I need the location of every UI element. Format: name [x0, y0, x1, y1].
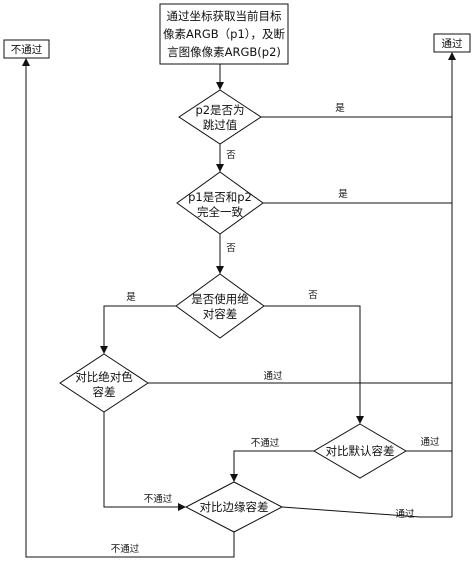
decision-default-tolerance-diamond	[313, 423, 407, 479]
fail-terminal-label: 不通过	[11, 43, 43, 56]
skip-no-label: 否	[226, 150, 236, 161]
absolute-pass-label: 通过	[263, 370, 283, 382]
skip-value-line-2: 跳过值	[203, 118, 238, 132]
skip-value-line-1: p2是否为	[195, 103, 244, 117]
edge-tolerance-label: 对比边缘容差	[200, 500, 269, 514]
start-box-line-3: 言图像像素ARGB(p2)	[167, 45, 281, 59]
edge-pass-label: 通过	[395, 508, 415, 520]
decision-skip-value-diamond	[178, 89, 262, 145]
skip-yes-label: 是	[335, 103, 345, 114]
exact-no-label: 否	[226, 243, 236, 254]
edge-absolute-fail	[103, 412, 186, 511]
edge-default-fail	[230, 450, 314, 482]
exact-match-line-2: 完全一致	[197, 205, 243, 219]
default-pass-label: 通过	[420, 436, 440, 448]
absolute-fail-label: 不通过	[144, 493, 173, 505]
edge-edge-pass	[281, 506, 452, 518]
exact-yes-label: 是	[338, 189, 348, 200]
edge-use-absolute-no	[264, 305, 364, 424]
pass-terminal-label: 通过	[442, 37, 463, 50]
default-fail-label: 不通过	[251, 437, 280, 449]
start-box-line-1: 通过坐标获取当前目标	[167, 9, 282, 23]
edge-fail-label: 不通过	[111, 543, 140, 555]
use-absolute-line-1: 是否使用绝	[191, 292, 249, 306]
absolute-color-line-1: 对比绝对色	[75, 370, 133, 384]
use-absolute-line-2: 对容差	[203, 307, 238, 321]
absolute-color-line-2: 容差	[93, 385, 116, 399]
default-tolerance-label: 对比默认容差	[326, 444, 395, 458]
edge-use-absolute-yes	[100, 305, 176, 354]
use-absolute-no-label: 否	[308, 290, 318, 301]
decision-use-absolute-diamond	[175, 273, 265, 339]
use-absolute-yes-label: 是	[126, 292, 136, 303]
exact-match-line-1: p1是否和p2	[188, 190, 252, 204]
start-process-box	[159, 3, 289, 65]
start-box-line-2: 像素ARGB（p1），及断	[163, 27, 286, 41]
edge-edge-fail	[22, 58, 235, 558]
